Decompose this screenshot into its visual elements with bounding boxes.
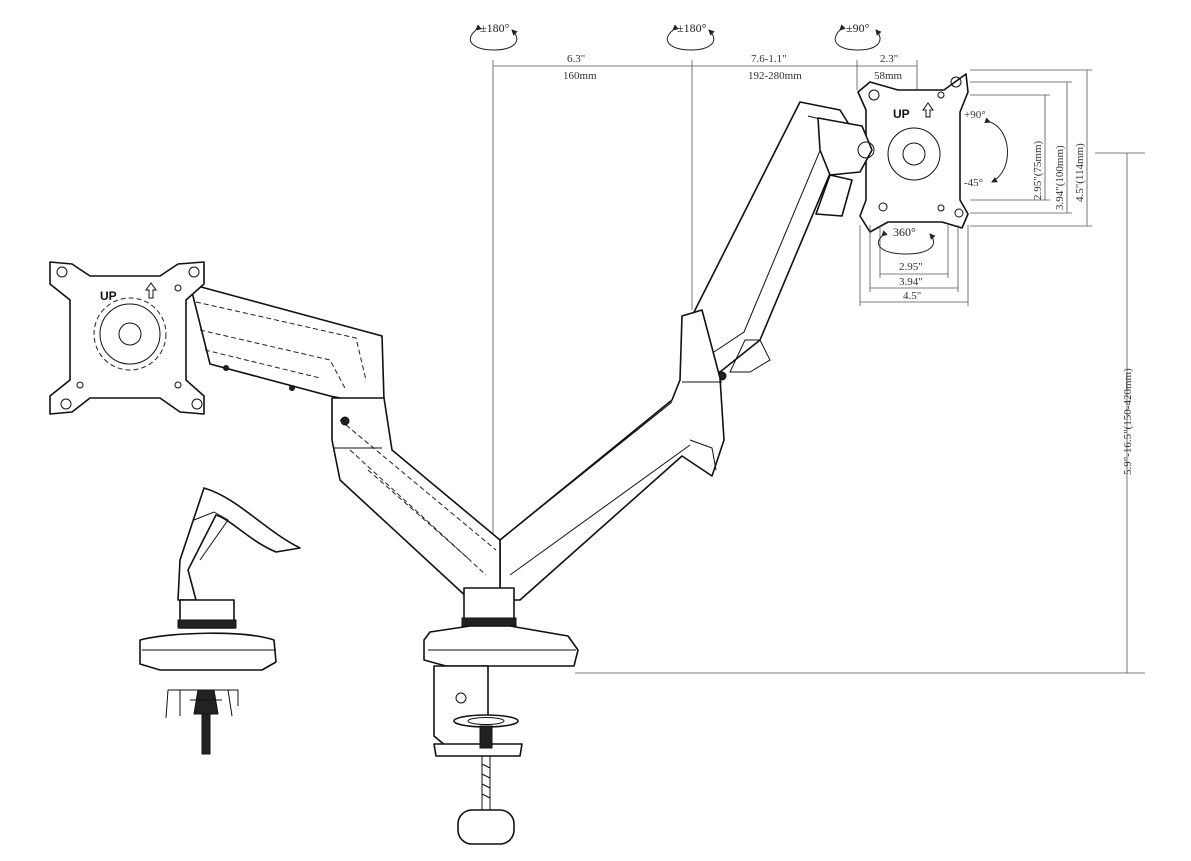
desk-clamp [423, 587, 579, 845]
vesa-height-114: 4.5"(114mm) [1074, 143, 1086, 202]
vesa-plate-right: UP [857, 73, 969, 233]
dim-7-6-in: 7.6-1.1" [751, 53, 787, 65]
dim-58mm: 58mm [874, 70, 903, 82]
tilt-down-label: -45° [964, 177, 983, 189]
plate-left-up-label: UP [100, 289, 117, 303]
rotation-left-label: ±180° [480, 21, 510, 35]
rotate-360-label: 360° [893, 225, 916, 239]
rotation-middle-label: ±180° [677, 21, 707, 35]
tilt-indicator: +90° -45° [964, 109, 1008, 189]
vesa-dimensions: 2.95" 3.94" 4.5" 2.95"(75mm) 3.94"(100mm… [859, 69, 1092, 306]
lower-arm-right [499, 309, 725, 601]
dim-160mm: 160mm [563, 70, 597, 82]
dim-6-3-in: 6.3" [567, 53, 585, 65]
rotation-tilt-label: ±90° [846, 21, 870, 35]
vesa-width-100: 3.94" [899, 276, 923, 288]
vesa-plate-left: UP [49, 261, 205, 415]
inset-base-detail [139, 487, 301, 755]
vesa-height-75: 2.95"(75mm) [1032, 140, 1044, 200]
left-arm [189, 283, 501, 601]
dim-192-280mm: 192-280mm [748, 70, 802, 82]
rotation-indicator-middle: ±180° [666, 21, 715, 51]
plate-right-up-label: UP [893, 107, 910, 121]
rotation-indicator-tilt: ±90° [834, 21, 882, 51]
upper-arm-right [689, 101, 875, 381]
vesa-height-100: 3.94"(100mm) [1054, 145, 1066, 210]
height-range-label: 5.9"-16.5"(150-420mm) [1122, 368, 1134, 475]
vesa-width-75: 2.95" [899, 261, 923, 273]
rotate-indicator: 360° [877, 225, 936, 255]
vesa-width-114: 4.5" [903, 290, 921, 302]
rotation-indicator-left: ±180° [469, 21, 518, 51]
dim-2-3-in: 2.3" [880, 53, 898, 65]
tilt-up-label: +90° [964, 109, 986, 121]
height-dimension: 5.9"-16.5"(150-420mm) [575, 152, 1145, 674]
horizontal-dimensions: 6.3" 160mm 7.6-1.1" 192-280mm 2.3" 58mm [492, 53, 918, 600]
